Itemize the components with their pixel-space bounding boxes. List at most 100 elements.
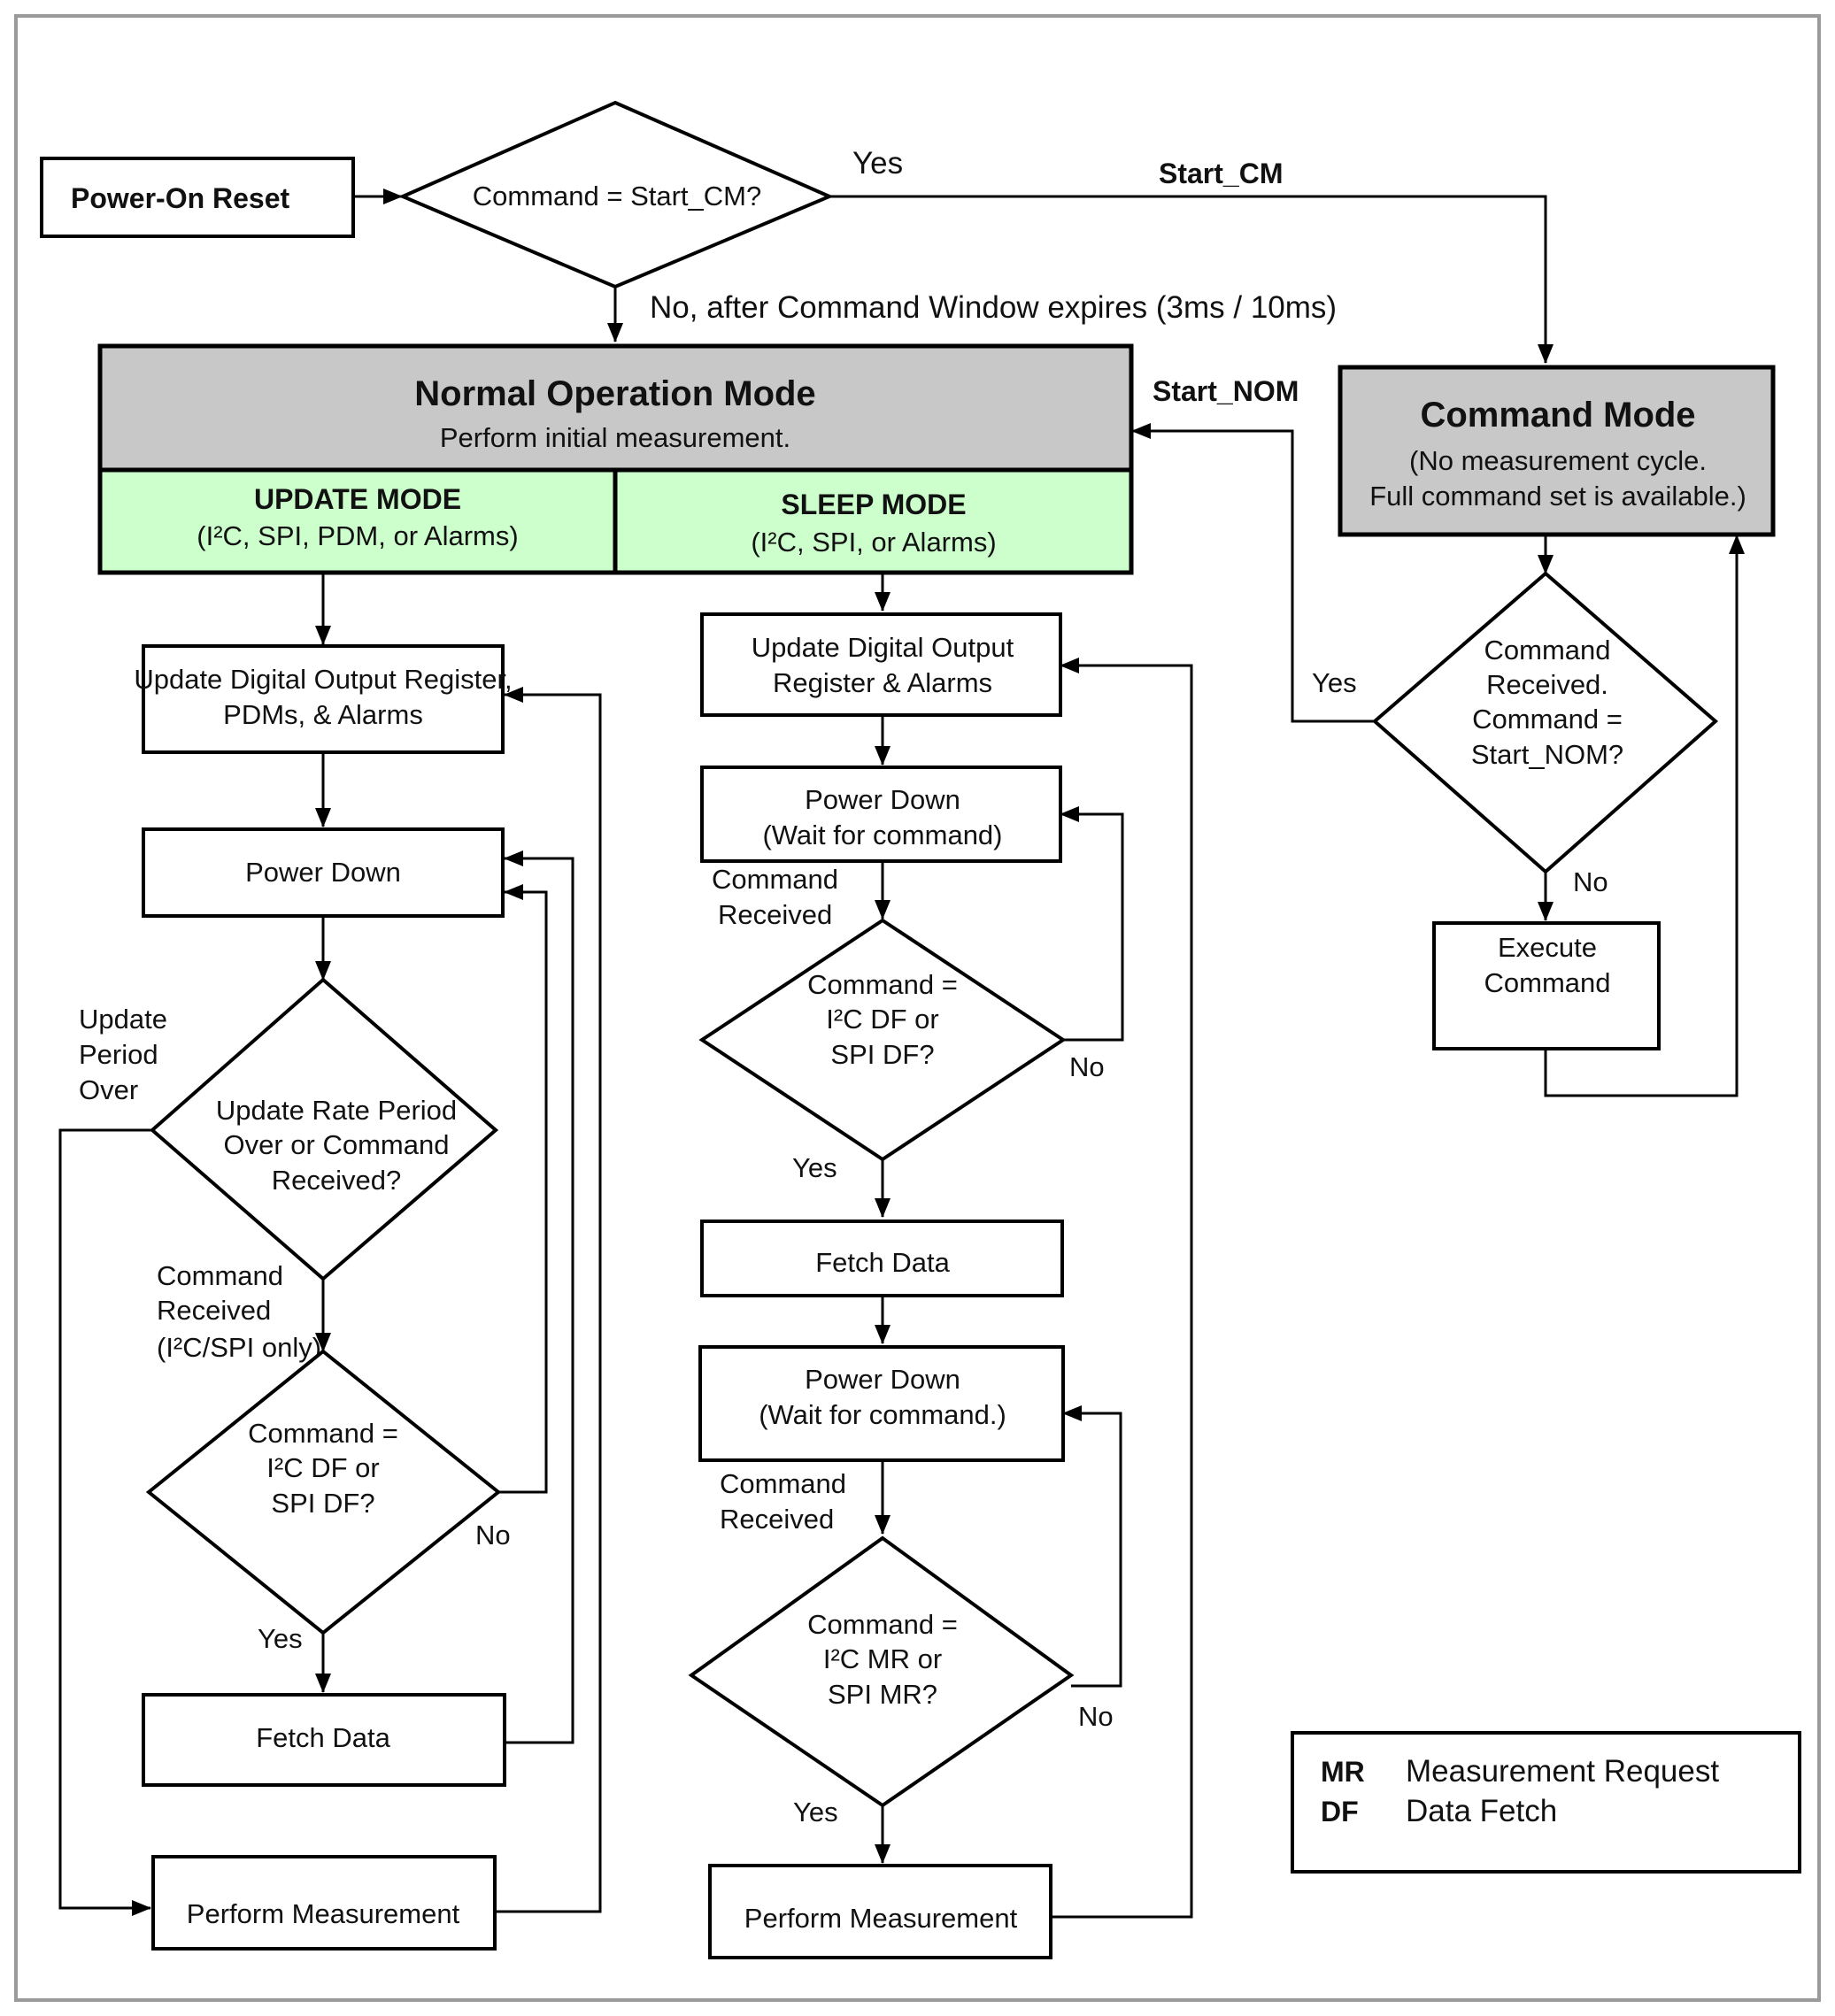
update-cmd-received-line3: (I²C/SPI only) xyxy=(157,1332,321,1363)
start-cm-decision xyxy=(397,100,835,289)
update-period-over-line1: Update xyxy=(79,1004,167,1035)
sleep-power-down-1-line2: (Wait for command) xyxy=(762,819,1002,850)
update-df-line2: I²C DF or xyxy=(266,1452,379,1483)
sleep-power-down-2-line2: (Wait for command.) xyxy=(759,1399,1006,1430)
arrow-period-over xyxy=(58,1128,152,1916)
sleep-df-decision xyxy=(698,918,1067,1162)
sleep-mr-decision xyxy=(688,1535,1075,1808)
arrow-execute-loop xyxy=(1544,535,1745,1097)
yes-label-top: Yes xyxy=(852,146,903,181)
update-fetch-data-box xyxy=(142,1693,506,1787)
sleep-mode-box xyxy=(613,467,1134,575)
outer-frame xyxy=(14,14,1821,2002)
update-mode-box xyxy=(97,467,618,575)
update-power-down-box xyxy=(142,827,505,918)
update-output-line1: Update Digital Output Register, xyxy=(134,664,512,695)
legend-box xyxy=(1291,1731,1801,1874)
sleep-output-line2: Register & Alarms xyxy=(773,667,992,698)
sleep-mode-subtitle: (I²C, SPI, or Alarms) xyxy=(751,527,996,558)
normal-mode-title: Normal Operation Mode xyxy=(414,374,815,413)
update-measurement-box xyxy=(151,1855,497,1951)
sleep-power-down-1-box xyxy=(700,766,1062,863)
command-mode-line2: Full command set is available.) xyxy=(1369,481,1746,512)
start-cm-decision-label: Command = Start_CM? xyxy=(473,181,761,212)
command-mode-line1: (No measurement cycle. xyxy=(1409,445,1707,476)
sleep-mr-line1: Command = xyxy=(807,1609,958,1640)
sleep-mode-title: SLEEP MODE xyxy=(781,489,966,520)
update-no-label: No xyxy=(475,1520,511,1550)
arrow-start-nom xyxy=(1131,423,1375,723)
power-on-reset-box xyxy=(40,157,355,238)
sleep-yes-2-label: Yes xyxy=(793,1797,838,1827)
execute-command-line2: Command xyxy=(1484,967,1611,998)
start-cm-label: Start_CM xyxy=(1159,158,1283,189)
update-period-over-line2: Period xyxy=(79,1039,158,1070)
update-rate-line3: Received? xyxy=(272,1165,401,1196)
cmd-no-label: No xyxy=(1573,866,1608,897)
update-rate-line1: Update Rate Period xyxy=(216,1095,457,1126)
sleep-cmd-received-1-line2: Received xyxy=(718,899,832,930)
power-on-reset-label: Power-On Reset xyxy=(71,182,290,214)
cmd-yes-label: Yes xyxy=(1312,667,1357,698)
sleep-output-box xyxy=(700,612,1062,717)
arrow-decision-to-command xyxy=(829,195,1554,364)
update-output-line2: PDMs, & Alarms xyxy=(223,699,423,730)
execute-command-line1: Execute xyxy=(1498,932,1597,963)
update-cmd-received-line1: Command xyxy=(157,1260,283,1291)
update-mode-title: UPDATE MODE xyxy=(254,483,461,515)
update-fetch-data-label: Fetch Data xyxy=(256,1722,390,1753)
update-power-down-label: Power Down xyxy=(245,857,401,888)
update-output-box xyxy=(142,644,505,754)
command-mode-box xyxy=(1338,365,1776,537)
sleep-output-line1: Update Digital Output xyxy=(752,632,1014,663)
update-cmd-received-line2: Received xyxy=(157,1295,271,1326)
update-df-line1: Command = xyxy=(248,1418,398,1449)
start-nom-decision xyxy=(1371,571,1719,874)
arrow-fetch-loop xyxy=(504,850,574,1744)
update-df-line3: SPI DF? xyxy=(271,1488,374,1519)
sleep-df-line2: I²C DF or xyxy=(826,1004,938,1035)
sleep-power-down-2-box xyxy=(698,1345,1065,1462)
no-window-label: No, after Command Window expires (3ms / … xyxy=(650,290,1337,325)
legend-abbr-mr: MR xyxy=(1321,1756,1365,1788)
sleep-power-down-1-line1: Power Down xyxy=(805,784,960,815)
legend-meaning-df: Data Fetch xyxy=(1406,1794,1557,1828)
update-rate-decision xyxy=(149,977,499,1281)
arrow-df-no-loop xyxy=(498,884,548,1494)
command-mode-title: Command Mode xyxy=(1420,396,1695,435)
start-nom-label: Start_NOM xyxy=(1153,375,1299,407)
sleep-fetch-data-box xyxy=(700,1220,1064,1297)
arrow-s-df-no-loop xyxy=(1060,806,1124,1042)
sleep-measurement-label: Perform Measurement xyxy=(744,1903,1018,1934)
legend-meaning-mr: Measurement Request xyxy=(1406,1754,1719,1789)
sleep-df-line3: SPI DF? xyxy=(830,1039,934,1070)
update-df-decision xyxy=(145,1349,502,1635)
sleep-cmd-received-2-line2: Received xyxy=(720,1504,834,1535)
sleep-df-line1: Command = xyxy=(807,969,958,1000)
update-mode-subtitle: (I²C, SPI, PDM, or Alarms) xyxy=(197,520,518,551)
start-nom-decision-line4: Start_NOM? xyxy=(1471,739,1623,770)
update-period-over-line3: Over xyxy=(79,1074,138,1105)
sleep-cmd-received-1-line1: Command xyxy=(712,864,838,895)
arrow-s-measure-loop xyxy=(1051,658,1193,1919)
sleep-mr-line2: I²C MR or xyxy=(823,1643,942,1674)
normal-mode-subtitle: Perform initial measurement. xyxy=(440,422,790,453)
sleep-yes-1-label: Yes xyxy=(792,1152,837,1183)
sleep-cmd-received-2-line1: Command xyxy=(720,1468,846,1499)
connectors xyxy=(58,189,1745,1919)
update-measurement-label: Perform Measurement xyxy=(187,1898,460,1929)
start-nom-decision-line1: Command xyxy=(1484,635,1611,666)
arrow-measure-loop xyxy=(495,687,602,1913)
arrow-s-mr-no-loop xyxy=(1062,1405,1122,1688)
sleep-measurement-box xyxy=(708,1864,1052,1959)
sleep-mr-line3: SPI MR? xyxy=(828,1679,937,1710)
update-yes-label: Yes xyxy=(258,1623,303,1654)
update-rate-line2: Over or Command xyxy=(224,1129,450,1160)
start-nom-decision-line2: Received. xyxy=(1486,669,1608,700)
execute-command-box xyxy=(1432,921,1661,1050)
sleep-power-down-2-line1: Power Down xyxy=(805,1364,960,1395)
sleep-no-1-label: No xyxy=(1069,1051,1105,1082)
sleep-fetch-data-label: Fetch Data xyxy=(815,1247,950,1278)
sleep-no-2-label: No xyxy=(1078,1701,1114,1732)
